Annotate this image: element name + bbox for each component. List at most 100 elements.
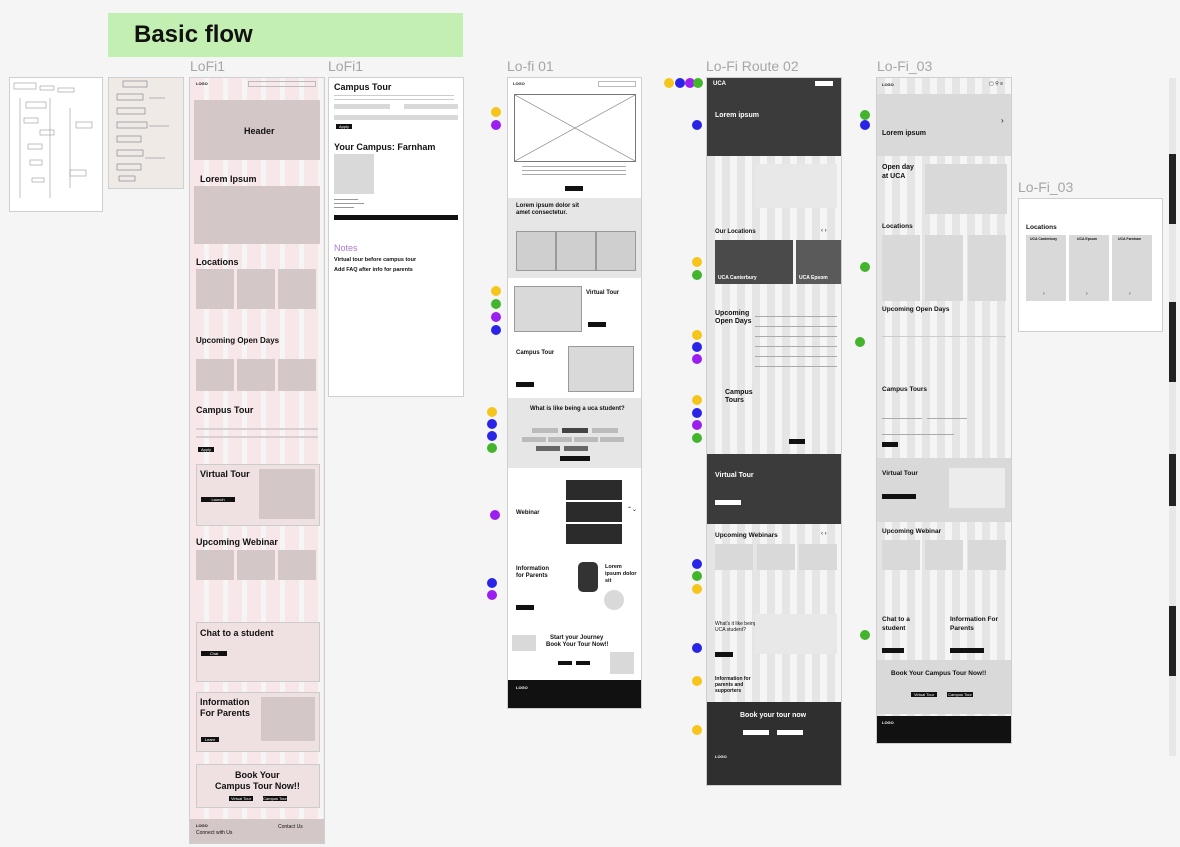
route02-what-like-button[interactable] xyxy=(715,652,733,657)
detail-card-2-chevron-icon[interactable]: › xyxy=(1086,291,1088,297)
lofi03-virtual-block: Virtual Tour xyxy=(877,458,1011,522)
lofi03-nav-icons[interactable]: ▢ ⚲ ≡ xyxy=(989,81,1003,87)
lofi03-locations-title: Locations xyxy=(882,223,913,230)
detail-card-2[interactable]: UCA Epsom › xyxy=(1069,235,1109,301)
lofi03-location-card-2[interactable] xyxy=(925,235,963,301)
lofi01-card-3[interactable] xyxy=(596,231,636,271)
lofi03-location-card-3[interactable] xyxy=(968,235,1006,301)
footer: LOGO Connect with Us Contact Us xyxy=(190,819,324,843)
chevron-right-icon[interactable]: › xyxy=(1001,116,1004,125)
openday-card-3[interactable] xyxy=(278,359,316,391)
chat-button[interactable]: Chat xyxy=(201,651,227,656)
route02-webinar-card-3[interactable] xyxy=(799,544,837,570)
route02-nav-button[interactable] xyxy=(815,81,833,86)
location-card-2[interactable] xyxy=(237,269,275,309)
location-card-1[interactable] xyxy=(196,269,234,309)
lofi03-chat-button[interactable] xyxy=(882,648,904,653)
route02-location-canterbury[interactable]: UCA Canterbury xyxy=(715,240,793,284)
webinar-title: Upcoming Webinar xyxy=(196,537,278,547)
route02-virtual-button[interactable] xyxy=(715,500,741,505)
virtual-tour-title: Virtual Tour xyxy=(200,469,250,479)
lofi01-chip-9[interactable] xyxy=(564,446,588,451)
webinar-card-2[interactable] xyxy=(237,550,275,580)
lofi03-webinar-card-2[interactable] xyxy=(925,540,963,570)
location-card-3[interactable] xyxy=(278,269,316,309)
frame-lofi1-campus-tour[interactable]: Campus Tour Apply Your Campus: Farnham N… xyxy=(328,77,464,397)
lofi03-book-btn-1[interactable]: Virtual Tour xyxy=(911,692,937,697)
lofi03-webinar-card-1[interactable] xyxy=(882,540,920,570)
route02-campus-2: Tours xyxy=(725,397,744,404)
lofi01-chip-8[interactable] xyxy=(536,446,560,451)
detail-card-3-chevron-icon[interactable]: › xyxy=(1129,291,1131,297)
route02-book-btn-1[interactable] xyxy=(743,730,769,735)
lofi01-chip-3[interactable] xyxy=(592,428,618,433)
lofi01-webinar-card-1[interactable] xyxy=(566,480,622,500)
detail-card-1[interactable]: UCA Canterbury › xyxy=(1026,235,1066,301)
book-campus-button[interactable]: Campus Tour xyxy=(263,796,287,801)
lofi01-chip-4[interactable] xyxy=(522,437,546,442)
webinar-card-1[interactable] xyxy=(196,550,234,580)
chevron-up-down-icon[interactable]: ⌃⌄ xyxy=(627,506,637,513)
apply-button-2[interactable]: Apply xyxy=(336,124,352,129)
lofi01-card-2[interactable] xyxy=(556,231,596,271)
apply-button[interactable]: Apply xyxy=(198,447,214,452)
lofi01-chip-1[interactable] xyxy=(532,428,558,433)
route02-webinar-card-1[interactable] xyxy=(715,544,753,570)
detail-card-3[interactable]: UCA Farnham › xyxy=(1112,235,1152,301)
detail-card-1-chevron-icon[interactable]: › xyxy=(1043,291,1045,297)
frame-lofi-01[interactable]: LOGO Lorem ipsum dolor sit amet consecte… xyxy=(507,77,642,709)
lofi03-book-btn-2[interactable]: Campus Tour xyxy=(947,692,973,697)
frame-lofi-03-detail[interactable]: Locations UCA Canterbury › UCA Epsom › U… xyxy=(1018,198,1163,332)
route02-webinar-card-2[interactable] xyxy=(757,544,795,570)
lofi01-chip-2[interactable] xyxy=(562,428,588,433)
virtual-tour-button[interactable]: Launch xyxy=(201,497,235,502)
form-field-2[interactable] xyxy=(404,104,458,109)
lofi01-what-like-button[interactable] xyxy=(560,456,590,461)
lofi01-journey-btn-2[interactable] xyxy=(576,661,590,665)
lofi03-info-button[interactable] xyxy=(950,648,984,653)
openday-card-1[interactable] xyxy=(196,359,234,391)
lofi01-search[interactable] xyxy=(598,81,636,87)
frame-lofi1-main[interactable]: LOGO Header Lorem Ipsum Locations Upcomi… xyxy=(189,77,325,844)
lofi03-location-card-1[interactable] xyxy=(882,235,920,301)
lofi01-journey-btn-1[interactable] xyxy=(558,661,572,665)
route02-campus-1: Campus xyxy=(725,389,753,396)
canvas-scrollbar[interactable] xyxy=(1169,78,1176,756)
book-virtual-button[interactable]: Virtual Tour xyxy=(229,796,253,801)
lofi01-virtual-button[interactable] xyxy=(588,322,606,327)
lofi01-chip-5[interactable] xyxy=(548,437,572,442)
lofi01-chip-6[interactable] xyxy=(574,437,598,442)
lofi01-virtual-image xyxy=(514,286,582,332)
form-field-1[interactable] xyxy=(334,104,390,109)
route02-webinar-arrows-icon[interactable]: ‹ › xyxy=(821,531,827,537)
route02-webinars-title: Upcoming Webinars xyxy=(715,532,778,539)
lofi01-hero-button[interactable] xyxy=(565,186,583,191)
lofi01-webinar-card-3[interactable] xyxy=(566,524,622,544)
frame-label-lofi1-a: LoFi1 xyxy=(190,58,225,74)
lofi01-campus-button[interactable] xyxy=(516,382,534,387)
footer-logo: LOGO xyxy=(196,823,208,828)
route02-carousel-arrows-icon[interactable]: ‹ › xyxy=(821,228,827,234)
lofi03-campus-button[interactable] xyxy=(882,442,898,447)
frame-lofi-route02[interactable]: UCA Lorem ipsum Our Locations ‹ › UCA Ca… xyxy=(706,77,842,786)
openday-card-2[interactable] xyxy=(237,359,275,391)
thumbnail-sketch-2[interactable] xyxy=(108,77,184,189)
lofi01-chip-7[interactable] xyxy=(600,437,624,442)
form-field-3[interactable] xyxy=(334,115,458,120)
lofi01-info-button[interactable] xyxy=(516,605,534,610)
lofi03-virtual-button[interactable] xyxy=(882,494,916,499)
route02-location-epsom[interactable]: UCA Epsom xyxy=(796,240,841,284)
campus-cta-bar[interactable] xyxy=(334,215,458,220)
route02-book-btn-2[interactable] xyxy=(777,730,803,735)
lofi03-webinar-card-3[interactable] xyxy=(968,540,1006,570)
route02-campus-button[interactable] xyxy=(789,439,805,444)
lofi01-webinar-card-2[interactable] xyxy=(566,502,622,522)
book-line-1: Book Your xyxy=(235,770,280,780)
lofi01-card-1[interactable] xyxy=(516,231,556,271)
frame-lofi-03[interactable]: LOGO ▢ ⚲ ≡ Lorem ipsum › Open day at UCA… xyxy=(876,77,1012,744)
webinar-card-3[interactable] xyxy=(278,550,316,580)
parents-button[interactable]: Learn xyxy=(201,737,219,742)
detail-card-2-label: UCA Epsom xyxy=(1077,237,1097,241)
thumbnail-sketch-1[interactable] xyxy=(9,77,103,212)
nav-search[interactable] xyxy=(248,81,316,87)
